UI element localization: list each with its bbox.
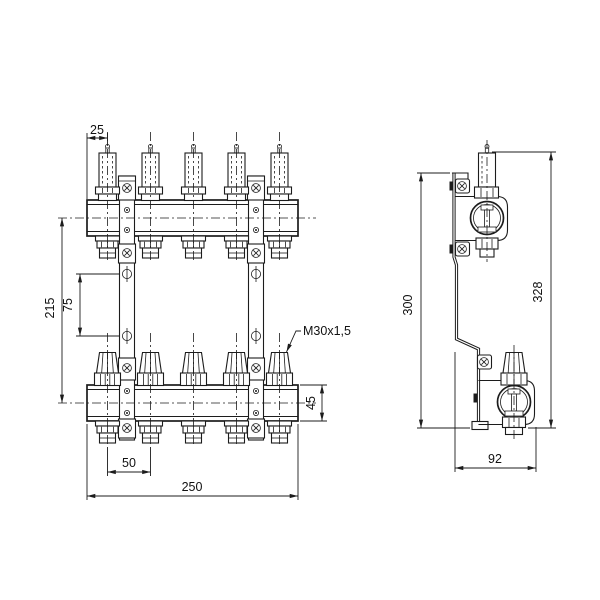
dim-bar-height: 45 — [300, 384, 327, 422]
mounting-bracket-right — [248, 176, 265, 440]
dim-bracket-hole-spacing: 75 — [61, 273, 119, 337]
dim-label-300: 300 — [401, 295, 415, 316]
front-view: 25 215 75 50 250 — [43, 123, 351, 500]
front-centerlines — [58, 132, 316, 446]
dim-outlet-spacing: 50 — [107, 447, 151, 476]
dim-label-215: 215 — [43, 298, 57, 319]
side-centerlines — [486, 140, 515, 442]
dim-label-45: 45 — [304, 396, 318, 410]
top-clamp-strap — [455, 195, 509, 242]
dim-depth: 92 — [454, 352, 537, 472]
dim-label-50: 50 — [122, 456, 136, 470]
dim-bar-axis-spacing: 215 — [43, 217, 65, 404]
dim-label-25: 25 — [90, 123, 104, 137]
bottom-clamp-strap — [478, 379, 536, 426]
dim-label-328: 328 — [531, 282, 545, 303]
dim-total-height: 328 — [492, 151, 556, 429]
dim-label-75: 75 — [61, 298, 75, 312]
dim-label-250: 250 — [182, 480, 203, 494]
dim-first-outlet-offset: 25 — [86, 123, 108, 199]
dim-label-92: 92 — [488, 452, 502, 466]
side-view: 300 328 92 — [401, 140, 556, 472]
dim-bracket-height: 300 — [401, 172, 470, 429]
dim-total-width: 250 — [86, 424, 299, 500]
thread-label: M30x1,5 — [303, 324, 351, 338]
mounting-bracket-left — [119, 176, 136, 440]
thread-callout: M30x1,5 — [286, 324, 351, 353]
